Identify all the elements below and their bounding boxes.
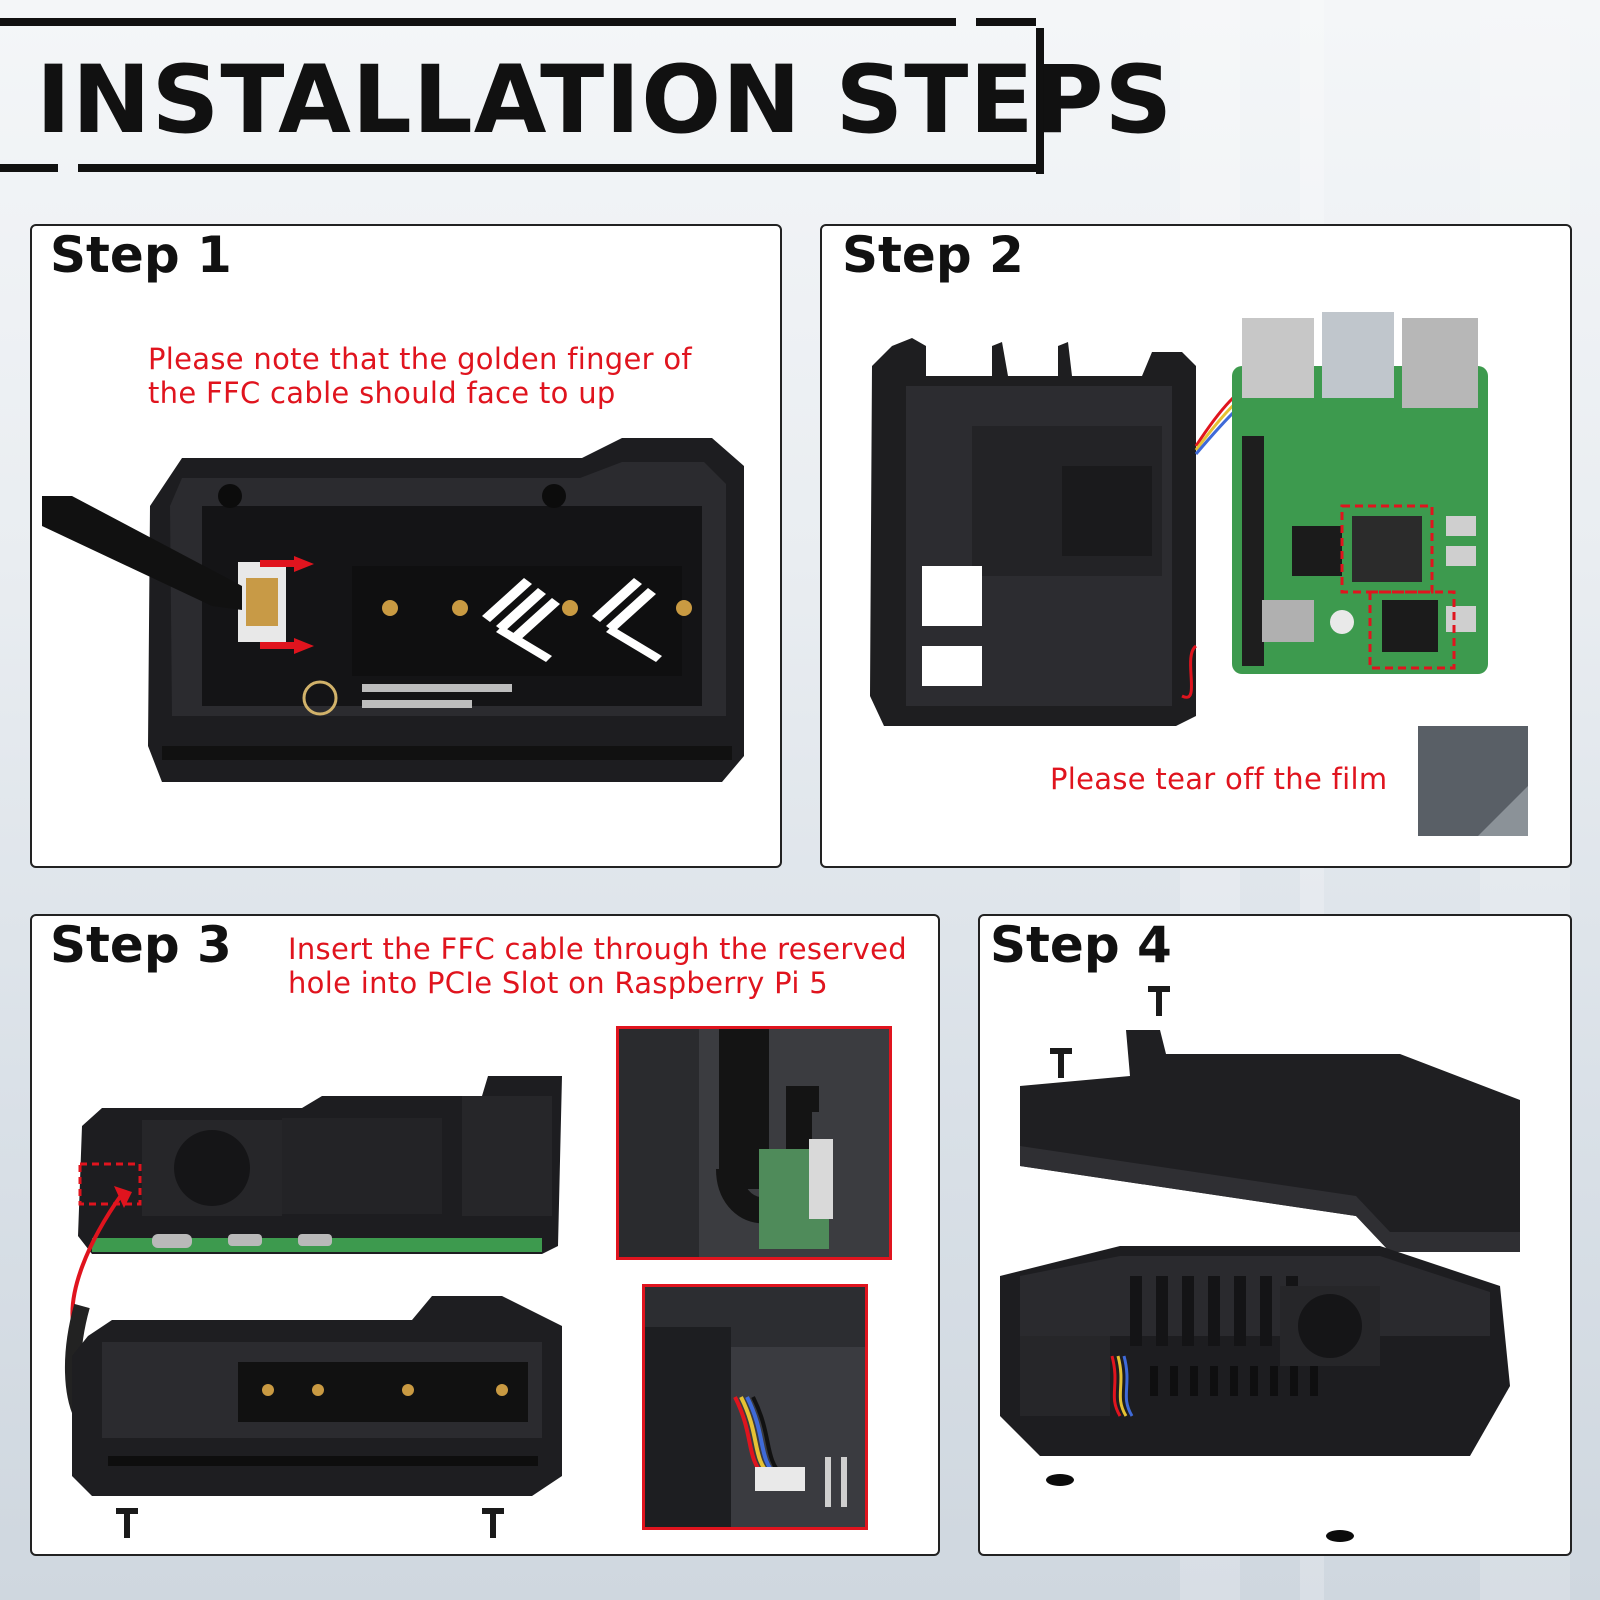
step-2-note: Please tear off the film — [1050, 762, 1387, 796]
assembly-image — [64, 1076, 562, 1538]
final-assembly-image — [1000, 986, 1520, 1542]
step-1-note-line-1: Please note that the golden finger of — [148, 342, 692, 376]
title-frame-top-right — [976, 18, 1036, 26]
step-2-note-line-1: Please tear off the film — [1050, 762, 1388, 796]
step-1-note: Please note that the golden finger of th… — [148, 342, 692, 410]
step-2-panel: Step 2 — [820, 224, 1572, 868]
step-3-note-line-2: hole into PCIe Slot on Raspberry Pi 5 — [288, 966, 828, 1000]
step-2-illustration — [822, 226, 1570, 866]
step-1-note-line-2: the FFC cable should face to up — [148, 376, 616, 410]
fan-connector-closeup — [645, 1327, 865, 1527]
step-3-illustration — [32, 916, 938, 1554]
ffc-slot-closeup — [619, 1029, 833, 1257]
step-3-note-line-1: Insert the FFC cable through the reserve… — [288, 932, 907, 966]
detail-ffc-slot — [616, 1026, 892, 1260]
step-3-panel: Step 3 Insert the FFC cable through the … — [30, 914, 940, 1556]
step-2-title: Step 2 — [842, 226, 1024, 284]
step-4-illustration — [980, 916, 1570, 1554]
title-frame-right — [1036, 28, 1044, 174]
page-title: INSTALLATION STEPS — [36, 46, 1174, 155]
step-4-panel: Step 4 — [978, 914, 1572, 1556]
step-1-illustration — [32, 226, 780, 866]
thermal-film-swatch — [1418, 726, 1528, 836]
title-frame-bottom — [78, 164, 1038, 172]
step-3-title: Step 3 — [50, 916, 232, 974]
step-4-title: Step 4 — [990, 916, 1172, 974]
case-and-board-image — [870, 312, 1488, 726]
title-frame-bottom-left — [0, 164, 58, 172]
step-1-title: Step 1 — [50, 226, 232, 284]
step-3-note: Insert the FFC cable through the reserve… — [288, 932, 907, 1000]
title-banner: INSTALLATION STEPS — [0, 18, 1172, 178]
step-1-panel: Step 1 Please note that the golden finge… — [30, 224, 782, 868]
detail-fan-connector — [642, 1284, 868, 1530]
bottom-case-image — [42, 438, 744, 782]
film-peel-corner — [1478, 786, 1528, 836]
title-frame-top — [0, 18, 956, 26]
